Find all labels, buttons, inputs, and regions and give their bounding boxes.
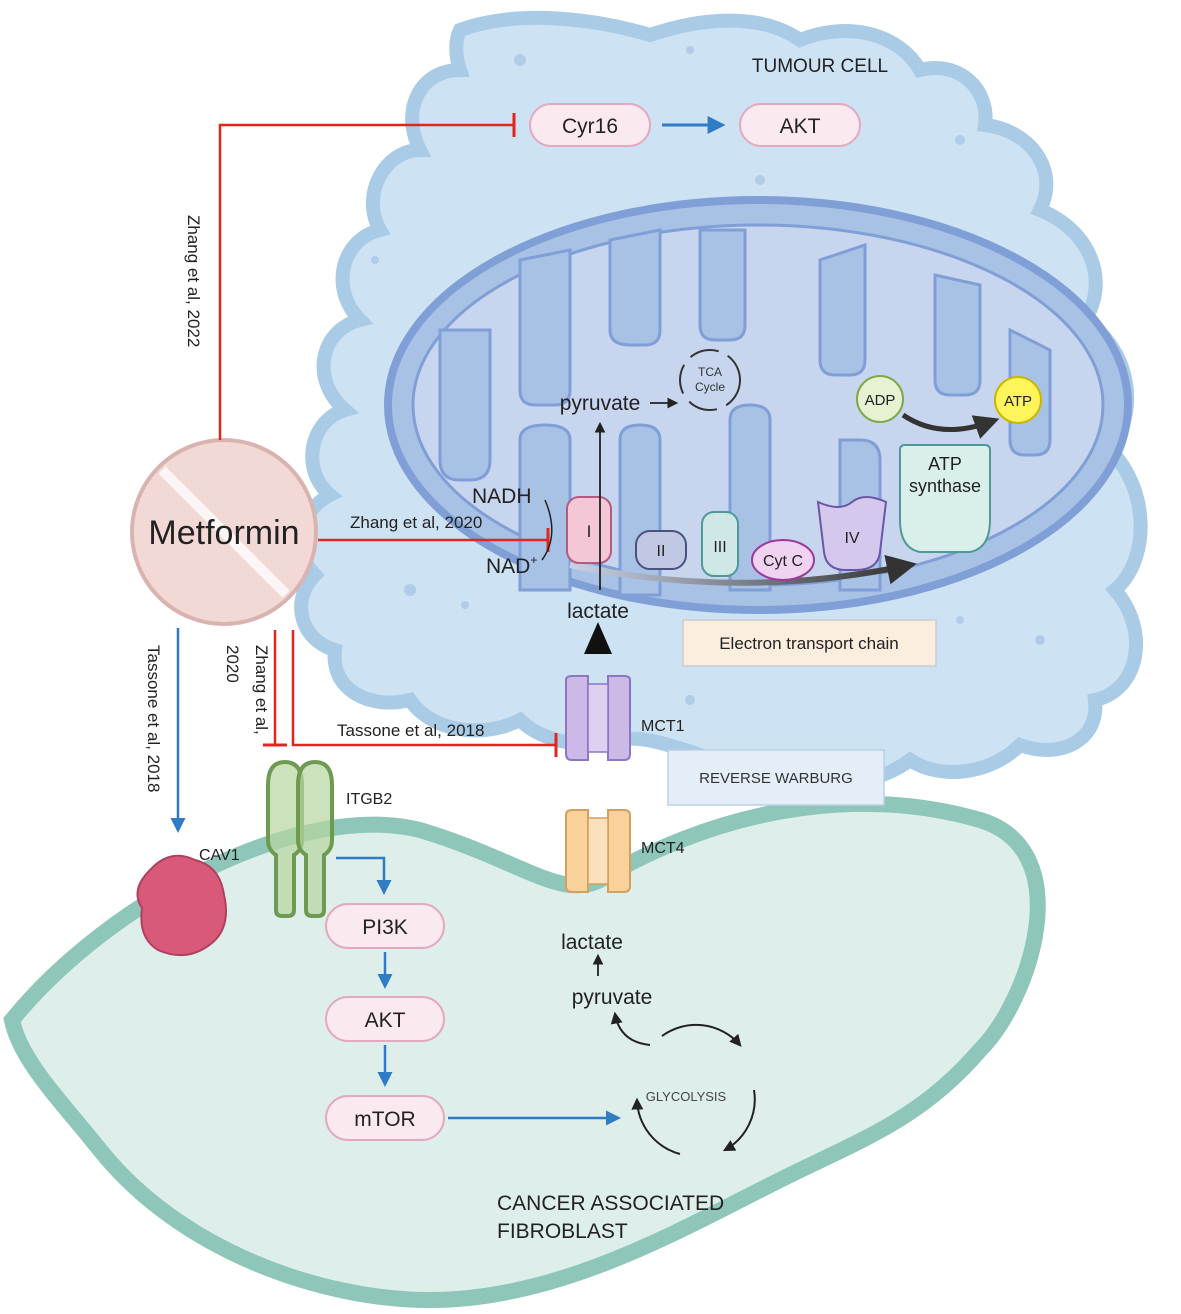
cytochrome-c [751, 539, 815, 581]
cav1-protein [136, 854, 227, 957]
reverse-warburg-label: REVERSE WARBURG [699, 770, 853, 787]
lactate-transport-arrowhead [584, 622, 612, 654]
caf-label-line1: CANCER ASSOCIATED [497, 1192, 724, 1215]
nad-label: NAD+ [486, 553, 537, 578]
itgb2-receptor [266, 759, 334, 918]
glycolysis-to-pyruvate-arrow [610, 1011, 651, 1046]
cav1-label: CAV1 [199, 847, 240, 864]
cytoplasm-vesicles [371, 46, 1046, 705]
complex-ii-label: II [657, 543, 666, 560]
atp-node [994, 376, 1042, 424]
citation-zhang-2020-vertical-2: 2020 [223, 645, 242, 683]
mct4-transporter [565, 809, 631, 893]
citation-zhang-2020-horizontal: Zhang et al, 2020 [350, 513, 482, 532]
atp-synthase-label-2: synthase [909, 476, 981, 496]
caf-lactate-label: lactate [561, 931, 623, 954]
tca-cycle-circle [679, 349, 741, 411]
cyr16-node [529, 103, 651, 147]
akt-caf-label: AKT [365, 1009, 406, 1032]
atp-label: ATP [1004, 393, 1032, 410]
citation-zhang-2022: Zhang et al, 2022 [184, 215, 203, 347]
akt-tumour-node [739, 103, 861, 147]
caf-pyruvate-label: pyruvate [572, 986, 653, 1009]
metformin-label: Metformin [148, 514, 299, 552]
caf-membrane [3, 795, 1046, 1309]
mito-pyruvate-label: pyruvate [560, 392, 641, 415]
complex-iv [816, 496, 888, 571]
citation-tassone-2018-vertical: Tassone et al, 2018 [144, 645, 163, 792]
metformin-inhibits-cyr16 [218, 123, 514, 440]
metformin-inhibits-mct1 [291, 630, 556, 747]
pi3k-label: PI3K [362, 916, 408, 939]
etc-box-label: Electron transport chain [719, 634, 899, 653]
reverse-warburg-box [667, 749, 885, 806]
mct1-label: MCT1 [641, 718, 685, 735]
akt-tumour-label: AKT [780, 115, 821, 138]
atp-synthase-label-1: ATP [928, 454, 962, 474]
tumour-cell-label: TUMOUR CELL [752, 56, 888, 77]
citation-zhang-2020-vertical-1: Zhang et al, [252, 645, 271, 735]
citation-tassone-2018-horizontal: Tassone et al, 2018 [337, 721, 484, 740]
glycolysis-cycle [631, 1023, 756, 1155]
cyr16-label: Cyr16 [562, 115, 618, 138]
glycolysis-label: GLYCOLYSIS [646, 1089, 727, 1104]
metformin-pill-score [158, 466, 290, 598]
complex-iii [701, 511, 739, 577]
nad-to-nadh-curve [541, 499, 553, 561]
adp-to-atp-arrow [901, 412, 1000, 439]
atp-synthase [899, 444, 991, 553]
complex-ii [635, 530, 687, 570]
etc-box [682, 619, 937, 667]
tca-label-1: TCA [698, 365, 722, 379]
complex-i-label: I [587, 522, 592, 541]
electron-flow-arrow [569, 554, 917, 586]
akt-caf-node [325, 996, 445, 1042]
mito-lactate-label: lactate [567, 600, 629, 623]
mct1-transporter [565, 675, 631, 761]
caf-label-line2: FIBROBLAST [497, 1220, 628, 1243]
pi3k-node [325, 903, 445, 949]
adp-node [856, 375, 904, 423]
nadh-label: NADH [472, 485, 532, 508]
itgb2-to-pi3k-arrow [336, 856, 392, 895]
mct4-label: MCT4 [641, 840, 685, 857]
complex-iii-label: III [713, 539, 726, 556]
complex-iv-label: IV [844, 530, 859, 547]
adp-label: ADP [865, 392, 896, 409]
itgb2-label: ITGB2 [346, 791, 392, 808]
mtor-label: mTOR [354, 1108, 415, 1131]
mtor-node [325, 1095, 445, 1141]
tca-label-2: Cycle [695, 380, 725, 394]
cytochrome-c-label: Cyt C [763, 553, 803, 570]
